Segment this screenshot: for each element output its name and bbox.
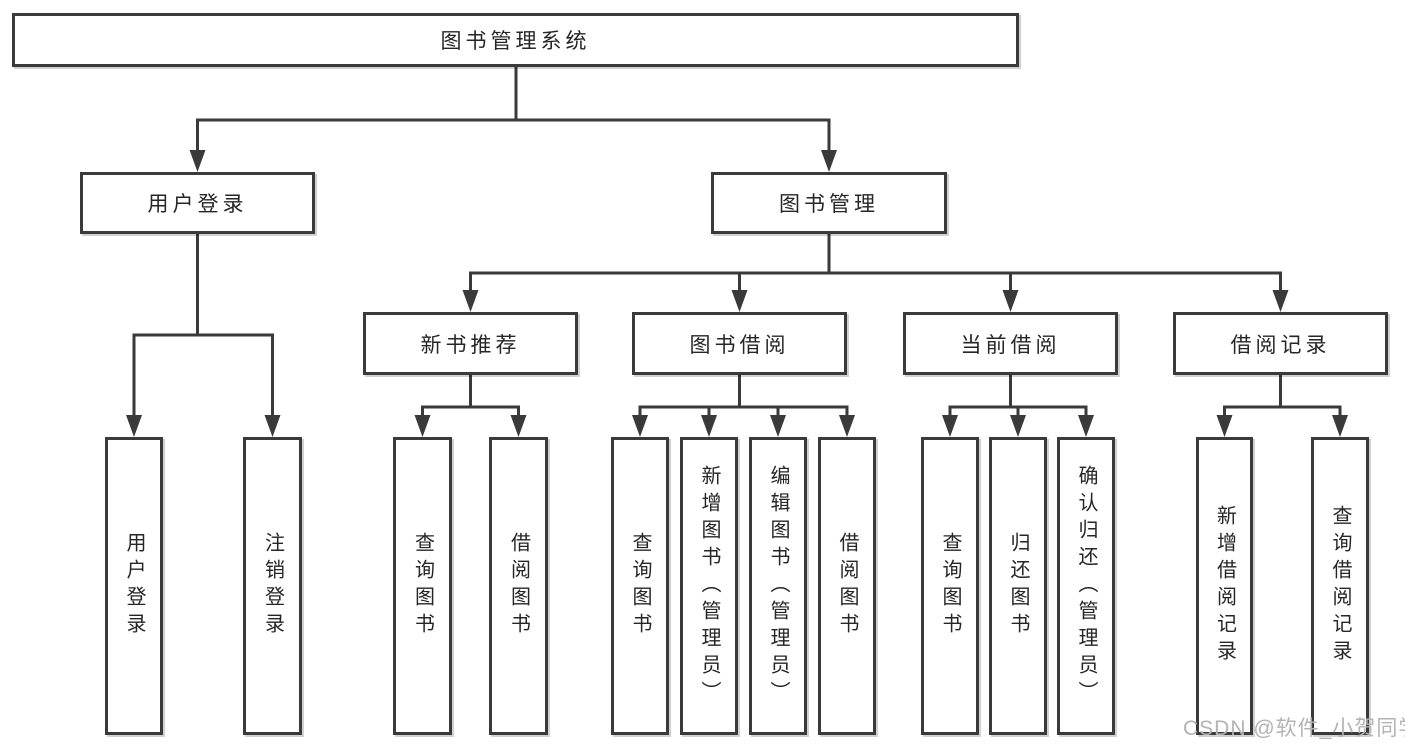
leaf-query-borrow-record: 查询借阅记录 <box>1311 437 1369 735</box>
leaf-confirm-return-admin: 确认归还（管理员） <box>1057 437 1115 735</box>
arrow-down-icon <box>1010 415 1026 437</box>
node-current-borrow: 当前借阅 <box>903 312 1118 375</box>
node-book-management: 图书管理 <box>711 172 947 234</box>
arrow-down-icon <box>770 415 786 437</box>
arrow-down-icon <box>1002 290 1019 312</box>
node-book-borrow: 图书借阅 <box>632 312 847 375</box>
arrow-down-icon <box>1216 415 1233 437</box>
arrow-down-icon <box>701 415 717 437</box>
leaf-return-books: 归还图书 <box>989 437 1047 735</box>
arrow-down-icon <box>189 150 206 172</box>
arrow-down-icon <box>462 290 479 312</box>
leaf-logout: 注销登录 <box>243 437 302 735</box>
arrow-down-icon <box>510 415 527 437</box>
arrow-down-icon <box>414 415 431 437</box>
csdn-watermark: CSDN @软件_小贺同学 <box>1183 717 1405 740</box>
node-library-system: 图书管理系统 <box>12 13 1019 67</box>
arrow-down-icon <box>839 415 855 437</box>
arrow-down-icon <box>1078 415 1094 437</box>
arrow-down-icon <box>1272 290 1289 312</box>
arrow-down-icon <box>632 415 648 437</box>
leaf-query-books-current: 查询图书 <box>921 437 979 735</box>
leaf-user-login: 用户登录 <box>105 437 163 735</box>
arrow-down-icon <box>942 415 958 437</box>
leaf-edit-books-admin: 编辑图书（管理员） <box>749 437 807 735</box>
arrow-down-icon <box>821 150 837 172</box>
leaf-query-books-recommend: 查询图书 <box>393 437 452 735</box>
leaf-borrow-books: 借阅图书 <box>818 437 876 735</box>
leaf-query-books-borrow: 查询图书 <box>611 437 669 735</box>
node-borrow-records: 借阅记录 <box>1173 312 1388 375</box>
leaf-add-books-admin: 新增图书（管理员） <box>680 437 738 735</box>
leaf-add-borrow-record: 新增借阅记录 <box>1196 437 1253 735</box>
arrow-down-icon <box>1332 415 1348 437</box>
node-user-login: 用户登录 <box>80 172 315 234</box>
arrow-down-icon <box>264 415 281 437</box>
arrow-down-icon <box>126 415 142 437</box>
arrow-down-icon <box>731 290 748 312</box>
node-new-book-recommend: 新书推荐 <box>363 312 578 375</box>
leaf-borrow-books-recommend: 借阅图书 <box>489 437 548 735</box>
